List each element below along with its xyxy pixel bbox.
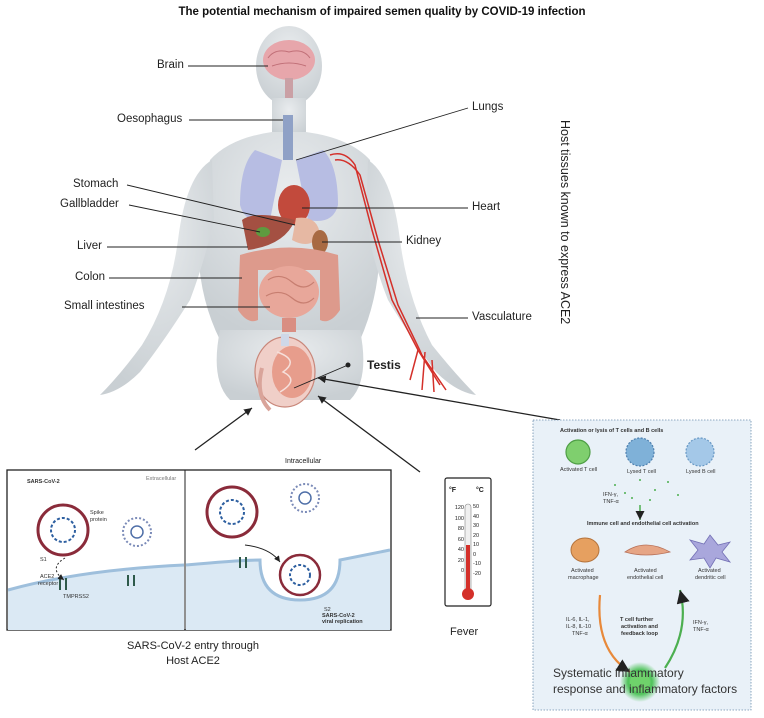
- spike-label-1: Spike: [90, 510, 104, 516]
- heart-organ: [278, 185, 310, 225]
- left-cytokines-3: TNF-α: [572, 631, 588, 637]
- brain-organ: [263, 40, 315, 98]
- celsius-unit: °C: [476, 487, 484, 494]
- small-intestines-organ: [259, 266, 319, 332]
- label-testis: Testis: [367, 358, 401, 372]
- label-lungs: Lungs: [472, 101, 504, 113]
- feedback-loop-3: feedback loop: [621, 631, 658, 637]
- extracellular-label: Extracellular: [146, 476, 177, 482]
- virus-large-1: [36, 503, 90, 557]
- inflam-footer-1: Systematic inflammatory: [553, 666, 684, 680]
- virus-internalized: [278, 553, 322, 597]
- left-cytokines-1: IL-6, IL-1,: [566, 617, 590, 623]
- ace2-label-1: ACE2: [40, 574, 55, 580]
- macrophage-icon: [570, 537, 600, 563]
- label-brain: Brain: [157, 59, 184, 71]
- right-cytokines-2: TNF-α: [693, 627, 709, 633]
- lysed-t-cell-icon: [625, 437, 655, 467]
- inflam-footer-2: response and inflammatory factors: [553, 682, 738, 696]
- fahrenheit-tick: 120: [454, 505, 464, 511]
- fahrenheit-unit: °F: [449, 487, 457, 494]
- virus-large-2: [205, 485, 259, 539]
- fahrenheit-ticks: 120 100 80 60 40 20 0: [446, 503, 464, 577]
- lysed-t-cell-label: Lysed T cell: [627, 469, 656, 475]
- virus-small-1: [122, 517, 152, 547]
- gallbladder-organ: [256, 227, 270, 237]
- label-liver: Liver: [77, 240, 102, 252]
- celsius-ticks: 50 40 30 20 10 0 -10 -20: [473, 503, 487, 579]
- feedback-loop-2: activation and: [621, 624, 658, 630]
- cytokine-dots: [614, 479, 679, 501]
- celsius-tick: 50: [473, 504, 480, 510]
- celsius-tick: 40: [473, 513, 480, 520]
- replication-label-1: SARS-CoV-2: [322, 613, 355, 619]
- celsius-tick: 0: [473, 551, 477, 558]
- dendritic-label-2: dendritic cell: [695, 575, 726, 581]
- sars-cov-2-label: SARS-CoV-2: [27, 479, 60, 485]
- macrophage-label-1: Activated: [571, 568, 594, 574]
- celsius-tick: -10: [473, 561, 481, 567]
- label-stomach: Stomach: [73, 178, 119, 190]
- kidney-organ: [312, 230, 328, 254]
- intracellular-label: Intracellular: [285, 458, 322, 465]
- dendritic-label-1: Activated: [698, 568, 721, 574]
- left-cytokines-2: IL-8, IL-10: [566, 624, 592, 630]
- inflam-heading-2: Immune cell and endothelial cell activat…: [587, 521, 699, 527]
- mechanism-arrows: [194, 375, 561, 473]
- endothelial-label-2: endothelial cell: [627, 575, 664, 581]
- right-cytokines-1: IFN-γ,: [693, 620, 708, 626]
- dendritic-cell-icon: [688, 534, 732, 569]
- tmprss2-label: TMPRSS2: [63, 594, 89, 600]
- vasculature: [329, 153, 447, 393]
- spike-label-2: protein: [90, 517, 107, 523]
- leader-lines: [107, 65, 469, 319]
- label-gallbladder: Gallbladder: [60, 198, 119, 210]
- endothelial-label-1: Activated: [634, 568, 657, 574]
- thermometer-icon: [444, 477, 492, 607]
- fahrenheit-tick: 20: [457, 557, 464, 564]
- celsius-tick: -20: [473, 570, 481, 577]
- ace2-tissues-vertical-label: Host tissues known to express ACE2: [558, 120, 572, 325]
- testis-organ: [254, 334, 316, 412]
- s2-label: S2: [324, 607, 331, 613]
- label-vasculature: Vasculature: [472, 311, 532, 323]
- lysed-b-cell-label: Lysed B cell: [686, 469, 716, 475]
- replication-label-2: viral replication: [322, 619, 363, 625]
- celsius-tick: 30: [473, 523, 480, 529]
- fahrenheit-tick: 100: [454, 515, 464, 522]
- figure-title: The potential mechanism of impaired seme…: [178, 6, 586, 18]
- endothelial-cell-icon: [624, 544, 672, 556]
- fahrenheit-tick: 80: [457, 526, 464, 532]
- inflam-heading-1: Activation or lysis of T cells and B cel…: [560, 428, 664, 434]
- oesophagus-organ: [283, 115, 293, 160]
- label-kidney: Kidney: [406, 235, 442, 247]
- macrophage-label-2: macrophage: [568, 575, 599, 581]
- fahrenheit-tick: 40: [457, 547, 464, 553]
- activated-t-cell-label: Activated T cell: [560, 467, 598, 473]
- fahrenheit-tick: 60: [457, 536, 464, 543]
- label-heart: Heart: [472, 201, 501, 213]
- fahrenheit-tick: 0: [460, 568, 464, 574]
- ace2-label-2: receptor: [38, 581, 59, 587]
- entry-caption-1: SARS-CoV-2 entry through: [126, 640, 260, 652]
- virus-small-2: [290, 483, 320, 513]
- colon-organ: [238, 247, 340, 322]
- label-small-intestines: Small intestines: [64, 300, 145, 312]
- feedback-loop-1: T cell further: [620, 617, 654, 623]
- ace2-receptors: [59, 557, 247, 590]
- label-oesophagus: Oesophagus: [117, 113, 183, 125]
- lysed-b-cell-icon: [685, 437, 715, 467]
- s1-label: S1: [40, 557, 47, 563]
- label-colon: Colon: [75, 271, 106, 283]
- fever-label: Fever: [450, 626, 479, 638]
- activated-t-cell-icon: [565, 439, 591, 465]
- celsius-tick: 20: [473, 532, 480, 539]
- cytokines-1b: TNF-α: [603, 499, 619, 505]
- entry-caption-2: Host ACE2: [166, 655, 220, 667]
- cytokines-1a: IFN-γ,: [603, 492, 618, 498]
- celsius-tick: 10: [473, 542, 480, 548]
